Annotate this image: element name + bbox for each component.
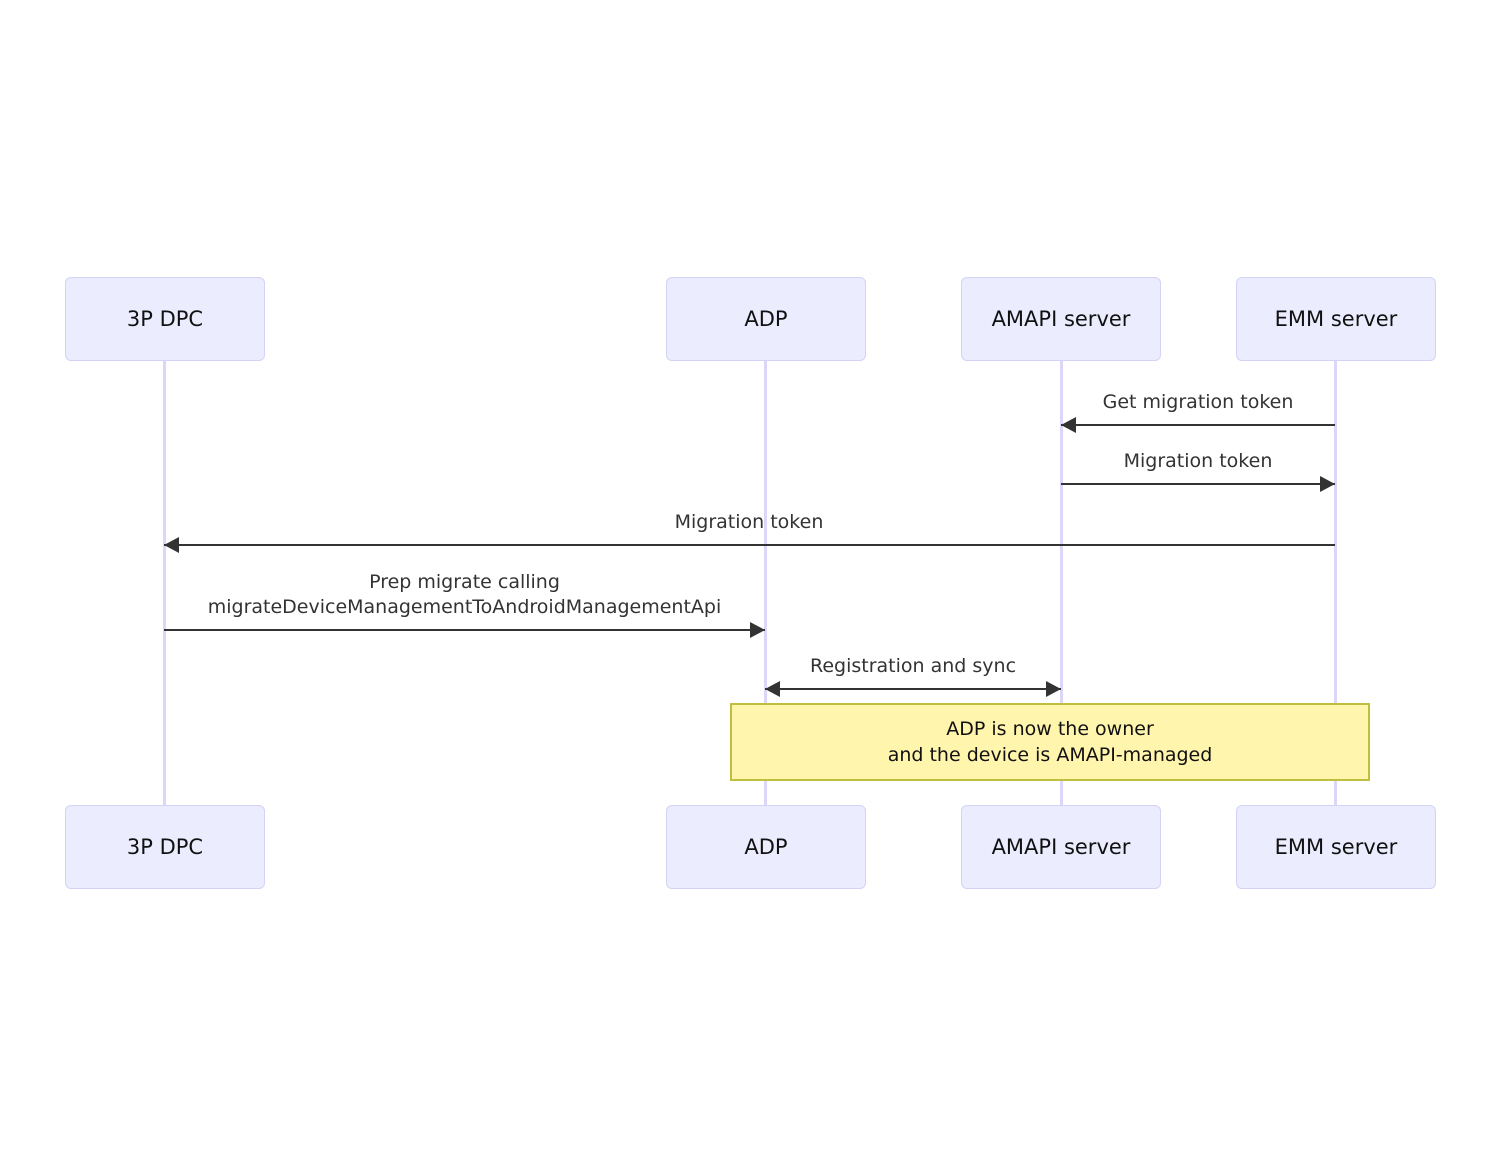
participant-box-top-amapi[interactable]: AMAPI server [961, 277, 1161, 361]
participant-label-adp: ADP [744, 306, 788, 331]
message-line-m4 [164, 629, 765, 631]
lifeline-adp [764, 361, 767, 805]
arrow-head-right-m5 [1046, 681, 1061, 697]
participant-box-bottom-amapi[interactable]: AMAPI server [961, 805, 1161, 889]
participant-label-bottom-emm: EMM server [1274, 834, 1398, 859]
message-label-m3: Migration token [674, 511, 824, 533]
participant-box-bottom-adp[interactable]: ADP [666, 805, 866, 889]
note-box: ADP is now the owner and the device is A… [730, 703, 1370, 781]
participant-label-amapi: AMAPI server [991, 306, 1131, 331]
message-line-m5 [765, 688, 1061, 690]
arrow-head-left-m5 [765, 681, 780, 697]
message-label-m4: Prep migrate calling migrateDeviceManage… [207, 571, 722, 618]
participant-label-emm: EMM server [1274, 306, 1398, 331]
participant-label-bottom-amapi: AMAPI server [991, 834, 1131, 859]
participant-label-dpc: 3P DPC [126, 306, 204, 331]
lifeline-dpc [163, 361, 166, 805]
arrow-head-right-m2 [1320, 476, 1335, 492]
participant-label-bottom-dpc: 3P DPC [126, 834, 204, 859]
lifeline-amapi [1060, 361, 1063, 805]
participant-box-bottom-dpc[interactable]: 3P DPC [65, 805, 265, 889]
arrow-head-right-m4 [750, 622, 765, 638]
note-text: ADP is now the owner and the device is A… [887, 718, 1213, 766]
message-line-m2 [1061, 483, 1335, 485]
arrow-head-left-m1 [1061, 417, 1076, 433]
participant-box-top-dpc[interactable]: 3P DPC [65, 277, 265, 361]
message-label-m2: Migration token [1123, 450, 1273, 472]
message-label-m1: Get migration token [1102, 391, 1294, 413]
message-line-m1 [1061, 424, 1335, 426]
participant-box-bottom-emm[interactable]: EMM server [1236, 805, 1436, 889]
participant-box-top-adp[interactable]: ADP [666, 277, 866, 361]
message-line-m3 [164, 544, 1335, 546]
participant-box-top-emm[interactable]: EMM server [1236, 277, 1436, 361]
lifeline-emm [1334, 361, 1337, 805]
arrow-head-left-m3 [164, 537, 179, 553]
message-label-m5: Registration and sync [809, 655, 1017, 677]
participant-label-bottom-adp: ADP [744, 834, 788, 859]
